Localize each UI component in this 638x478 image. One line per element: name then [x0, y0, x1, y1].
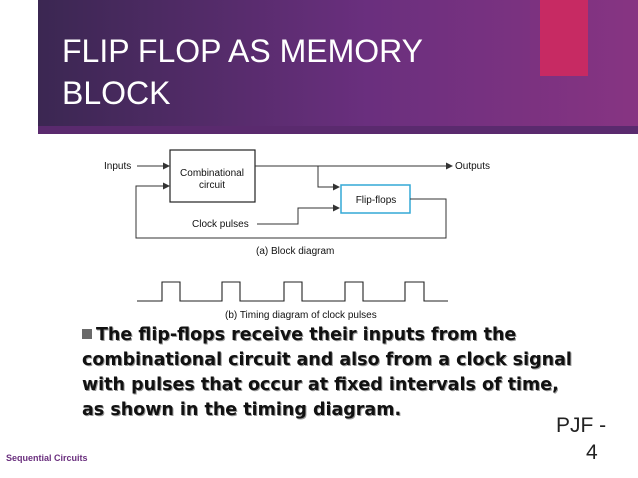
combinational-box: [169, 149, 256, 203]
combinational-label-2: circuit: [199, 180, 225, 191]
bullet-text: The flip-flops receive their inputs from…: [82, 325, 572, 420]
inputs-label: Inputs: [104, 161, 131, 172]
block-caption: (a) Block diagram: [256, 246, 334, 257]
flipflops-label: Flip-flops: [356, 195, 397, 206]
title-band: [38, 0, 638, 134]
slide-title: FLIP FLOP AS MEMORY BLOCK: [62, 33, 423, 111]
clock-waveform: [137, 281, 448, 302]
slide-label-line1: PJF -: [556, 414, 607, 437]
output-branch-arrow: [317, 166, 340, 191]
bullet-square-icon: [82, 329, 92, 339]
slide-label-line2: 4: [586, 441, 598, 464]
clock-arrow: [257, 204, 340, 225]
accent-box: [540, 0, 588, 76]
bullet-paragraph: The flip-flops receive their inputs from…: [82, 323, 572, 423]
footer-section-label: Sequential Circuits: [6, 453, 88, 463]
feedback-loop: [135, 182, 447, 239]
slide-label: PJF - 4: [556, 412, 636, 466]
outputs-label: Outputs: [455, 161, 490, 172]
clock-label: Clock pulses: [192, 219, 249, 230]
combinational-label-1: Combinational: [180, 168, 244, 179]
timing-caption: (b) Timing diagram of clock pulses: [225, 310, 377, 321]
